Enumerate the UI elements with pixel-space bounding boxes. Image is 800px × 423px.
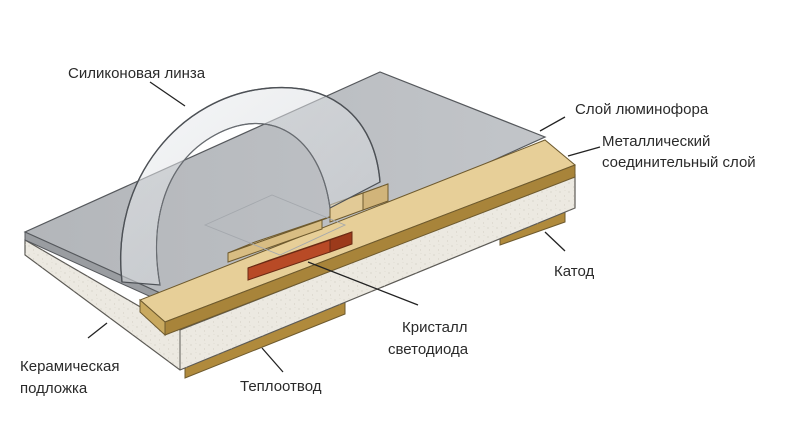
label-silicone-lens: Силиконовая линза	[68, 65, 206, 82]
label-cathode: Катод	[554, 263, 595, 280]
leader-lens	[149, 81, 186, 107]
leader-cathode	[544, 231, 566, 252]
label-ceramic-line-2: подложка	[20, 380, 88, 397]
leader-phosphor	[539, 116, 566, 132]
label-crystal-line-2: светодиода	[388, 341, 469, 358]
label-metal-line-1: Металлический	[602, 133, 711, 150]
led-crystal-chip	[247, 231, 353, 281]
label-phosphor-layer: Слой люминофора	[575, 101, 709, 118]
leader-ceramic	[87, 322, 108, 339]
leader-lines	[87, 81, 601, 373]
label-heatsink: Теплоотвод	[240, 378, 322, 395]
silicone-lens	[120, 86, 381, 286]
label-ceramic-line-1: Керамическая	[20, 358, 120, 375]
leader-metal	[567, 146, 601, 157]
leader-crystal	[307, 261, 419, 306]
label-metal-line-2: соединительный слой	[602, 154, 756, 171]
leader-heatsink	[261, 347, 284, 373]
label-crystal-line-1: Кристалл	[402, 319, 468, 336]
